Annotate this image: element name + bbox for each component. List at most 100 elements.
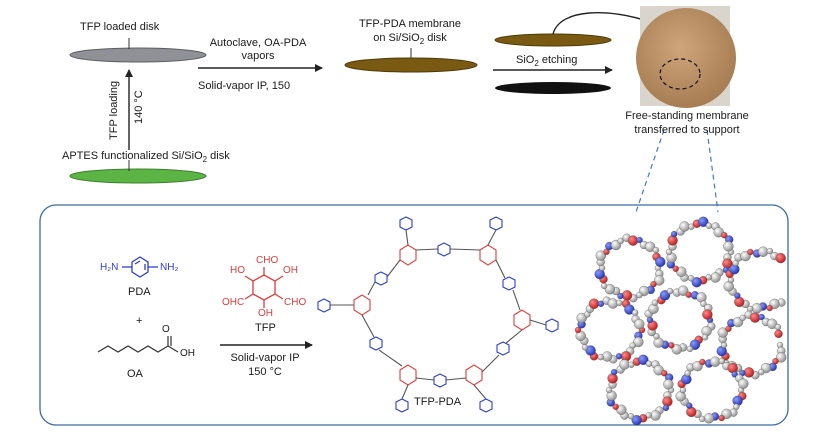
- cof-atom-196: [645, 360, 653, 367]
- cof-atom-79: [757, 246, 769, 257]
- tfp-oh-right: OH: [283, 265, 298, 276]
- cof-atom-116: [701, 334, 709, 341]
- cof-atom-211: [698, 415, 706, 423]
- cof-atom-57: [721, 232, 728, 239]
- cof-atom-67: [734, 296, 745, 308]
- membrane-label-line1: TFP-PDA membrane: [358, 18, 462, 30]
- cof-atom-77: [747, 248, 754, 256]
- tfp-cho-right: CHO: [284, 297, 307, 308]
- cof-atom-214: [686, 402, 693, 409]
- ip-conditions-line1: Solid-vapor IP: [230, 352, 300, 364]
- cof-atom-134: [666, 287, 674, 295]
- oa-label: OA: [127, 368, 143, 380]
- cof-atom-166: [749, 312, 761, 323]
- cof-atom-149: [758, 368, 765, 376]
- cof-atom-39: [687, 275, 695, 282]
- cof-atom-170: [774, 323, 782, 331]
- cof-atom-6: [636, 291, 643, 299]
- cof-atom-27: [652, 246, 660, 254]
- solid-vapor-ip-label: Solid-vapor IP, 150: [198, 80, 291, 92]
- cof-atom-181: [627, 413, 635, 420]
- cof-atom-2: [654, 275, 665, 286]
- tfp-structure: [244, 267, 284, 308]
- cof-atom-29: [655, 256, 666, 268]
- cof-atom-177: [650, 410, 661, 421]
- membrane-label-pre: on Si/SiO: [373, 32, 420, 44]
- cof-atom-190: [610, 368, 618, 376]
- cof-atom-201: [663, 379, 674, 390]
- cof-atom-151: [743, 367, 755, 378]
- cof-atom-128: [646, 316, 654, 324]
- cof-atom-140: [700, 300, 707, 307]
- pda-nh2: NH₂: [160, 262, 179, 273]
- cof-atom-89: [615, 353, 623, 360]
- cof-atom-11: [604, 284, 616, 295]
- cof-atom-223: [699, 358, 706, 366]
- cof-atom-104: [597, 300, 605, 307]
- cof-atom-180: [631, 415, 642, 426]
- cof-atom-160: [717, 327, 728, 338]
- cof-atom-137: [685, 291, 692, 298]
- plus-sign: +: [136, 315, 143, 327]
- aptes-label-post: disk: [207, 150, 230, 162]
- tfp-label: TFP: [255, 322, 276, 334]
- cof-atom-139: [696, 292, 707, 303]
- cof-atom-225: [709, 356, 721, 367]
- freestanding-label-line2: transferred to support: [634, 124, 740, 136]
- membrane-label-line2: on Si/SiO2 disk: [340, 32, 480, 47]
- tfp-loaded-disk: [69, 47, 207, 63]
- tfp-loading-label: TFP loading: [108, 80, 120, 140]
- membrane-label-sub: 2: [419, 37, 425, 47]
- cof-atom-164: [739, 314, 746, 322]
- cof-atom-103: [588, 298, 600, 309]
- freestanding-membrane-disk: [494, 33, 612, 47]
- cof-atom-38: [691, 277, 702, 288]
- cof-atom-107: [616, 299, 623, 307]
- cof-atom-192: [619, 359, 630, 370]
- oa-o-atom: O: [162, 324, 170, 335]
- cof-atom-119: [686, 345, 694, 353]
- aptes-label-pre: APTES functionalized Si/SiO: [62, 150, 203, 162]
- cof-atom-100: [576, 312, 587, 324]
- cof-atom-208: [718, 414, 725, 422]
- cof-atom-184: [612, 403, 619, 410]
- transfer-curve-arrow: [552, 12, 651, 35]
- cof-atom-82: [775, 252, 786, 264]
- cof-atom-145: [776, 352, 787, 363]
- pda-h2n: H₂N: [100, 262, 119, 273]
- cof-atom-189: [607, 373, 618, 384]
- freestanding-label-line1: Free-standing membrane: [625, 110, 749, 122]
- tfp-cho-top: CHO: [256, 255, 279, 266]
- cof-atom-95: [581, 344, 589, 351]
- cof-atom-142: [702, 309, 713, 320]
- tfp-pda-membrane-disk: [344, 57, 478, 73]
- zoom-region-circle: [659, 58, 701, 90]
- cof-atom-122: [668, 342, 675, 349]
- oa-structure: [97, 336, 179, 353]
- cof-atom-131: [651, 299, 659, 306]
- cof-atom-174: [662, 396, 673, 407]
- cof-atom-109: [624, 304, 635, 315]
- cof-atom-92: [597, 353, 604, 361]
- cof-atom-68: [734, 292, 741, 299]
- tfp-ohc-left: OHC: [222, 297, 245, 308]
- cof-atom-226: [718, 357, 726, 365]
- aptes-label-sub: 2: [202, 155, 208, 165]
- cof-atom-187: [605, 386, 613, 394]
- cof-atom-62: [766, 304, 773, 312]
- cof-atom-213: [686, 406, 697, 418]
- cof-atom-167: [758, 313, 765, 321]
- cof-atom-64: [751, 303, 763, 314]
- cof-atom-220: [684, 370, 691, 377]
- aptes-disk-label: APTES functionalized Si/SiO2 disk: [62, 150, 230, 165]
- etching-label-sub: 2: [534, 59, 539, 69]
- cof-atom-228: [727, 362, 738, 374]
- tfp-ho-left: HO: [230, 265, 245, 276]
- cof-atom-9: [617, 292, 624, 300]
- cof-atom-94: [585, 345, 596, 356]
- etching-label: SiO2 etching: [516, 54, 577, 69]
- cof-atom-175: [662, 404, 670, 412]
- autoclave-label-line2: vapors: [241, 50, 275, 62]
- cof-atom-21: [617, 237, 624, 245]
